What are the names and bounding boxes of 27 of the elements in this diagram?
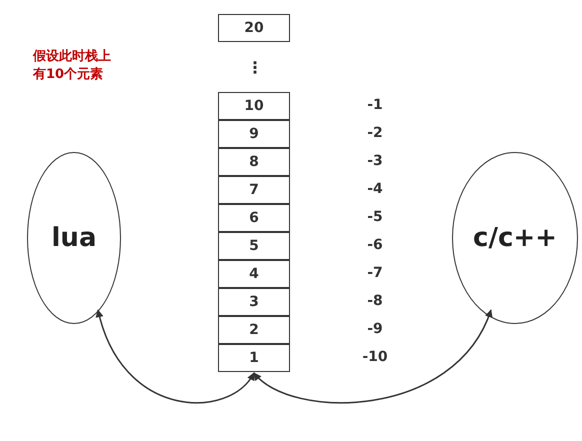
stack-index-label: -6	[366, 237, 384, 253]
curved-arrow	[253, 309, 492, 404]
stack-cell: 4	[218, 260, 290, 288]
stack-index-label: -3	[366, 153, 384, 169]
ellipsis: ⋮	[247, 58, 263, 77]
stack-cell: 1	[218, 344, 290, 372]
stack-index-label: -1	[366, 97, 384, 113]
stack-cell: 20	[218, 14, 290, 42]
stack-cell: 8	[218, 148, 290, 176]
stack-cell: 10	[218, 92, 290, 120]
stack-index-label: -5	[366, 209, 384, 225]
stack-cell: 7	[218, 176, 290, 204]
note-text: 假设此时栈上有10个元素	[33, 48, 112, 84]
stack-cell: 5	[218, 232, 290, 260]
stack-index-label: -7	[366, 265, 384, 281]
stack-cell: 6	[218, 204, 290, 232]
stack-index-label: -2	[366, 125, 384, 141]
stack-index-label: -8	[366, 293, 384, 309]
ellipse-node: lua	[27, 152, 121, 324]
stack-index-label: -10	[361, 349, 389, 365]
stack-cell: 9	[218, 120, 290, 148]
stack-cell: 3	[218, 288, 290, 316]
stack-cell: 2	[218, 316, 290, 344]
stack-index-label: -4	[366, 181, 384, 197]
curved-arrow	[96, 309, 255, 404]
stack-index-label: -9	[366, 321, 384, 337]
ellipse-node: c/c++	[452, 152, 578, 324]
